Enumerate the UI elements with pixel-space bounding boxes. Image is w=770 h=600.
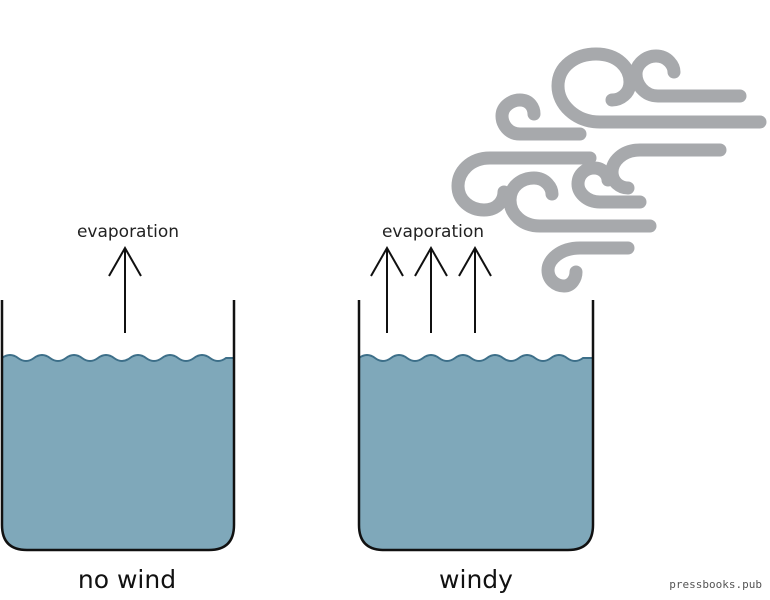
right-panel: evaporation windy (357, 222, 595, 594)
right-evaporation-arrow-icon-3 (458, 245, 492, 333)
left-evaporation-label: evaporation (77, 222, 179, 242)
right-caption: windy (439, 565, 513, 594)
wind-gust-icon (451, 47, 767, 293)
left-caption: no wind (78, 565, 176, 594)
right-water (359, 355, 593, 550)
left-evaporation-arrow-icon (108, 245, 142, 333)
left-container (0, 300, 236, 552)
right-evaporation-arrow-icon-1 (370, 245, 404, 333)
left-water-surface (1, 354, 234, 362)
left-panel: evaporation no wind (0, 222, 236, 594)
credit-text: pressbooks.pub (669, 578, 762, 591)
right-water-surface (358, 354, 593, 362)
right-evaporation-arrow-icon-2 (414, 245, 448, 333)
right-container (357, 300, 595, 552)
left-water (2, 355, 234, 550)
right-evaporation-label: evaporation (382, 222, 484, 242)
